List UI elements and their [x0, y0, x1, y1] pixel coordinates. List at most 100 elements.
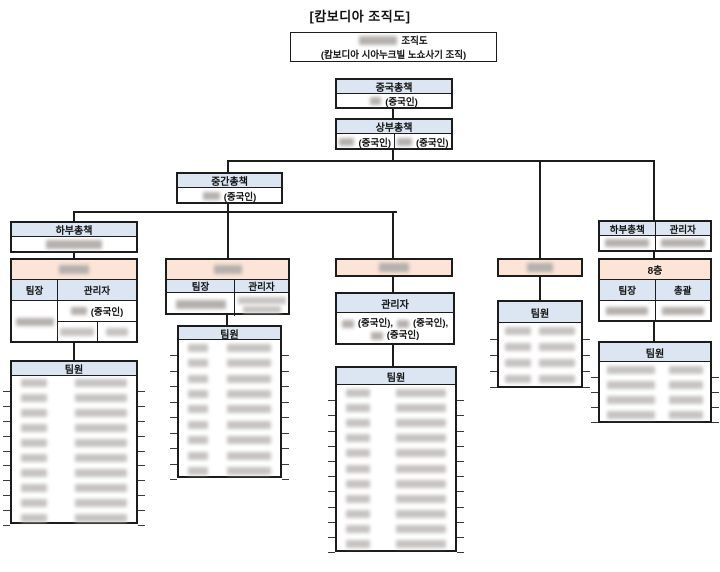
manager-cell — [234, 293, 288, 316]
redacted-name — [346, 479, 370, 488]
manager-header: 관리자 — [57, 280, 136, 300]
member-row — [3, 465, 145, 482]
redacted-name — [346, 540, 370, 549]
redacted-name — [188, 374, 208, 383]
redacted-name — [346, 388, 370, 397]
member-row — [591, 362, 719, 378]
redacted-name — [21, 453, 47, 462]
redacted-name — [46, 240, 102, 249]
redacted-name — [237, 296, 286, 304]
redacted-name — [396, 494, 446, 503]
redacted-name — [105, 327, 128, 336]
team3-members-box: 팀원 — [328, 366, 464, 554]
member-row — [328, 431, 464, 447]
nationality-text: (중국인) — [358, 137, 392, 149]
connector-line — [392, 344, 394, 366]
redacted-name — [607, 380, 655, 389]
redacted-name — [396, 449, 446, 458]
redacted-name — [75, 483, 127, 492]
redacted-name — [539, 327, 575, 335]
node-header: 중국총책 — [337, 80, 451, 94]
redacted-name — [539, 343, 575, 351]
redacted-name — [339, 137, 355, 146]
connector-line — [73, 211, 75, 221]
member-cell: (중국인) — [393, 134, 452, 149]
connector-line — [392, 211, 394, 258]
redacted-name — [346, 403, 370, 412]
node-china-chief: 중국총책 (중국인) — [335, 78, 453, 109]
redacted-name — [15, 317, 54, 326]
connector-line — [226, 314, 228, 325]
members-header: 팀원 — [600, 343, 710, 362]
redacted-name — [188, 451, 208, 460]
redacted-name — [660, 239, 705, 247]
redacted-name — [227, 374, 271, 383]
redacted-name — [188, 343, 208, 352]
team2-members-box: 팀원 — [170, 325, 289, 481]
redacted-name — [606, 307, 649, 315]
connector-line — [653, 160, 655, 220]
team-leader-header: 팀장 — [600, 280, 655, 300]
member-row — [591, 377, 719, 393]
member-row — [328, 491, 464, 508]
connector-line — [73, 252, 75, 258]
member-row — [170, 402, 289, 419]
nationality-text: (중국인) — [223, 191, 257, 203]
team5-members-box: 팀원 — [591, 341, 719, 423]
redacted-name — [396, 525, 446, 534]
member-cell: (중국인) — [337, 134, 394, 149]
redacted-name — [539, 359, 575, 367]
redacted-name — [539, 375, 575, 383]
manager-cell — [654, 236, 711, 250]
redacted-name — [505, 327, 531, 335]
nationality-text: (중국인) — [90, 306, 124, 318]
member-row — [170, 417, 289, 435]
member-row — [3, 480, 145, 497]
redacted-name — [607, 410, 655, 419]
member-row — [490, 339, 590, 356]
redacted-name — [188, 359, 208, 368]
redacted-name — [227, 420, 271, 429]
members-header: 팀원 — [179, 327, 280, 341]
connector-line — [73, 342, 75, 360]
nationality-text: (중국인), — [357, 317, 393, 329]
redacted-name — [669, 365, 703, 374]
member-row — [170, 340, 289, 357]
redacted-name — [75, 439, 127, 448]
member-row — [3, 391, 145, 407]
connector-line — [392, 276, 394, 292]
redacted-name — [75, 453, 127, 462]
redacted-name — [188, 467, 208, 476]
team1-title-bar — [12, 260, 136, 280]
team5-sub-chief-box: 하부총책 관리자 — [598, 220, 712, 252]
team-leader-header: 팀장 — [167, 280, 234, 293]
redacted-name — [346, 510, 370, 519]
redacted-name — [60, 327, 95, 336]
member-row — [170, 371, 289, 388]
redacted-name — [21, 513, 47, 522]
redacted-name — [70, 306, 87, 315]
connector-line — [653, 251, 655, 258]
members-list — [328, 385, 464, 554]
member-row — [3, 451, 145, 467]
page-title: [캄보디아 조직도] — [309, 9, 411, 24]
redacted-name — [21, 439, 47, 448]
connector-line — [392, 108, 394, 118]
redacted-name — [669, 380, 703, 389]
nationality-text: (중국인) — [386, 329, 420, 341]
team1-sub-chief-box: 하부총책 — [10, 221, 138, 253]
manager-sub-cell — [96, 321, 137, 342]
redacted-name — [396, 403, 446, 412]
sub-chief-cell — [600, 236, 655, 250]
connector-line — [73, 211, 397, 213]
member-row — [170, 355, 289, 373]
connector-line — [227, 203, 229, 258]
member-row — [328, 476, 464, 493]
team4-title-bar — [497, 258, 583, 277]
connector-line — [539, 276, 541, 300]
member-row — [170, 448, 289, 465]
org-title-box: 조직도 (캄보디아 시아누크빌 노쇼사기 조직) — [290, 32, 497, 62]
redacted-name — [227, 359, 271, 368]
team1-members-box: 팀원 — [3, 360, 145, 526]
overall-cell — [654, 301, 711, 321]
